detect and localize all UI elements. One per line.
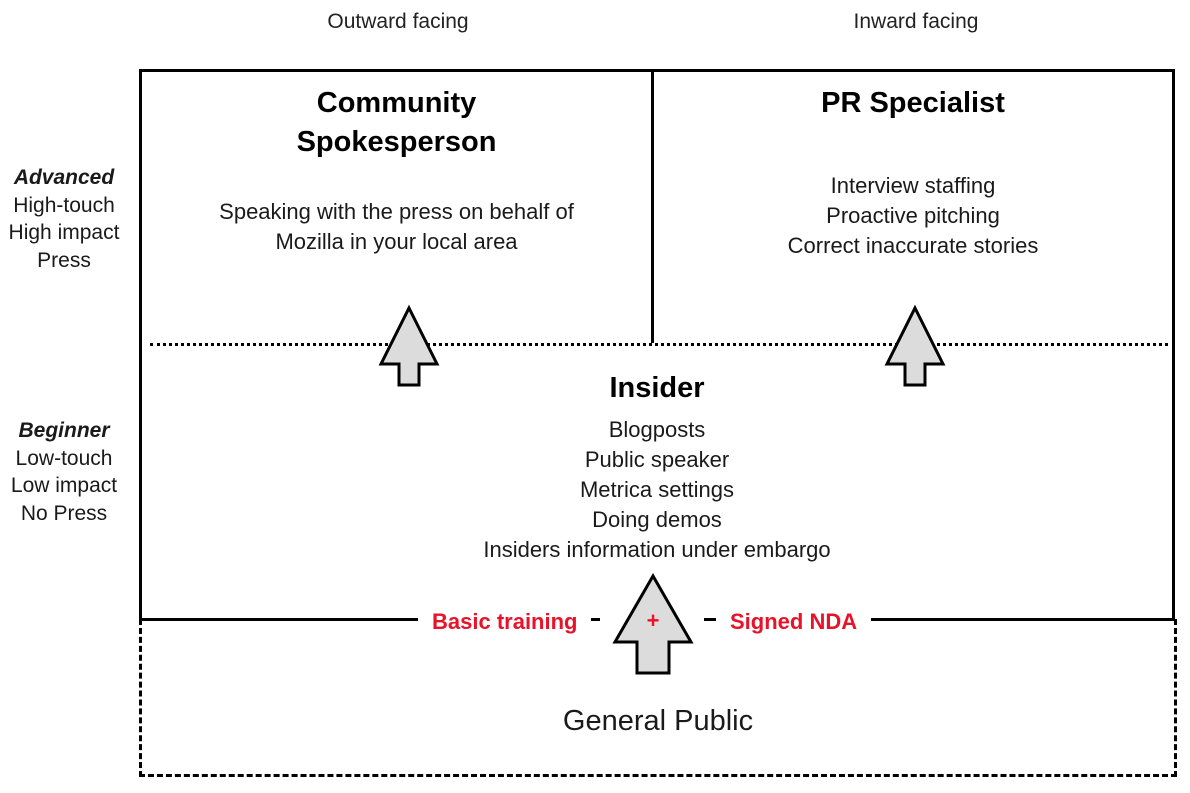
level-beginner-line: No Press	[20, 501, 108, 525]
box-insider-line: Metrica settings	[579, 477, 735, 502]
requirement-basic-training: Basic training	[418, 607, 592, 637]
box-community-title-line: Spokesperson	[296, 126, 497, 158]
box-pr-line: Correct inaccurate stories	[787, 233, 1039, 258]
level-advanced: Advanced High-touch High impact Press	[0, 164, 128, 274]
general-public-frame	[139, 619, 1177, 777]
box-community-description: Speaking with the press on behalf of Moz…	[142, 197, 651, 257]
box-insider-line: Blogposts	[608, 417, 706, 442]
level-advanced-label: Advanced	[13, 166, 115, 189]
box-insider-line: Insiders information under embargo	[483, 537, 831, 562]
general-public-label: General Public	[562, 705, 754, 737]
box-community-line: Speaking with the press on behalf of	[219, 199, 574, 224]
box-community-title: Community Spokesperson	[142, 84, 651, 162]
up-arrow-icon	[378, 304, 440, 387]
box-insider-line: Public speaker	[584, 447, 730, 472]
level-beginner: Beginner Low-touch Low impact No Press	[0, 417, 128, 527]
box-community-title-line: Community	[316, 87, 477, 119]
requirement-signed-nda: Signed NDA	[716, 607, 872, 637]
box-insider: Insider Blogposts Public speaker Metrica…	[142, 369, 1172, 565]
level-advanced-line: High impact	[8, 221, 120, 244]
column-header-outward: Outward facing	[327, 10, 469, 33]
level-advanced-line: Press	[37, 248, 91, 272]
level-divider-dotted	[150, 343, 1175, 346]
up-arrow-icon	[612, 572, 694, 675]
box-pr-specialist: PR Specialist Interview staffing Proacti…	[654, 84, 1172, 261]
box-pr-description: Interview staffing Proactive pitching Co…	[654, 171, 1172, 261]
box-community-line: Mozilla in your local area	[275, 229, 518, 254]
plus-sign: +	[646, 608, 660, 633]
box-pr-line: Interview staffing	[830, 173, 996, 198]
vertical-divider	[651, 69, 654, 343]
level-beginner-line: Low impact	[10, 474, 118, 497]
box-community-spokesperson: Community Spokesperson Speaking with the…	[142, 84, 651, 257]
column-header-inward: Inward facing	[853, 10, 979, 33]
box-pr-title: PR Specialist	[821, 87, 1005, 119]
level-beginner-line: Low-touch	[15, 446, 113, 470]
level-advanced-line: High-touch	[13, 193, 115, 217]
up-arrow-icon	[884, 304, 946, 387]
box-insider-description: Blogposts Public speaker Metrica setting…	[142, 415, 1172, 565]
box-insider-title: Insider	[609, 372, 705, 404]
box-pr-line: Proactive pitching	[826, 203, 1000, 228]
box-insider-line: Doing demos	[592, 507, 722, 532]
level-beginner-label: Beginner	[18, 419, 110, 442]
